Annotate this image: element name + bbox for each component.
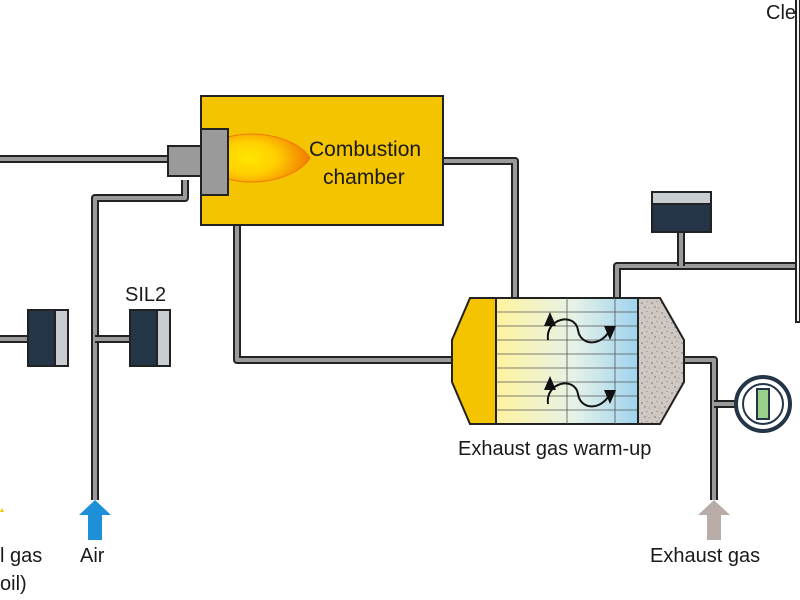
burner <box>200 128 229 196</box>
fuel-label-line1: l gas <box>0 545 43 567</box>
sil2-actuator <box>129 309 171 367</box>
exhaust-warmup-label: Exhaust gas warm-up <box>458 438 652 460</box>
flue-pipe <box>443 157 519 298</box>
exhaust-heat-exchanger <box>451 297 685 425</box>
return-pipe <box>233 225 452 364</box>
gauge-icon <box>734 375 792 433</box>
combustion-chamber <box>167 95 444 226</box>
top-right-cut-label: Cle <box>766 2 797 24</box>
clean-gas-pipe <box>613 262 800 298</box>
flame-icon <box>227 133 311 183</box>
sil2-label: SIL2 <box>125 284 167 306</box>
storage-tank <box>651 191 712 233</box>
exhaust-gas-label: Exhaust gas <box>650 545 761 567</box>
air-arrow-icon <box>79 500 111 540</box>
combustion-chamber-label-line2: chamber <box>323 166 405 189</box>
air-label: Air <box>80 545 105 567</box>
fuel-arrow-icon <box>0 508 4 512</box>
clean-gas-vessel <box>795 0 800 323</box>
pipes <box>0 155 800 500</box>
fuel-label-line2: oil) <box>0 573 27 595</box>
exhaust-arrow-icon <box>698 500 730 540</box>
exhaust-pipe <box>684 356 718 500</box>
combustion-chamber-label-line1: Combustion <box>309 138 422 161</box>
left-actuator <box>27 309 69 367</box>
